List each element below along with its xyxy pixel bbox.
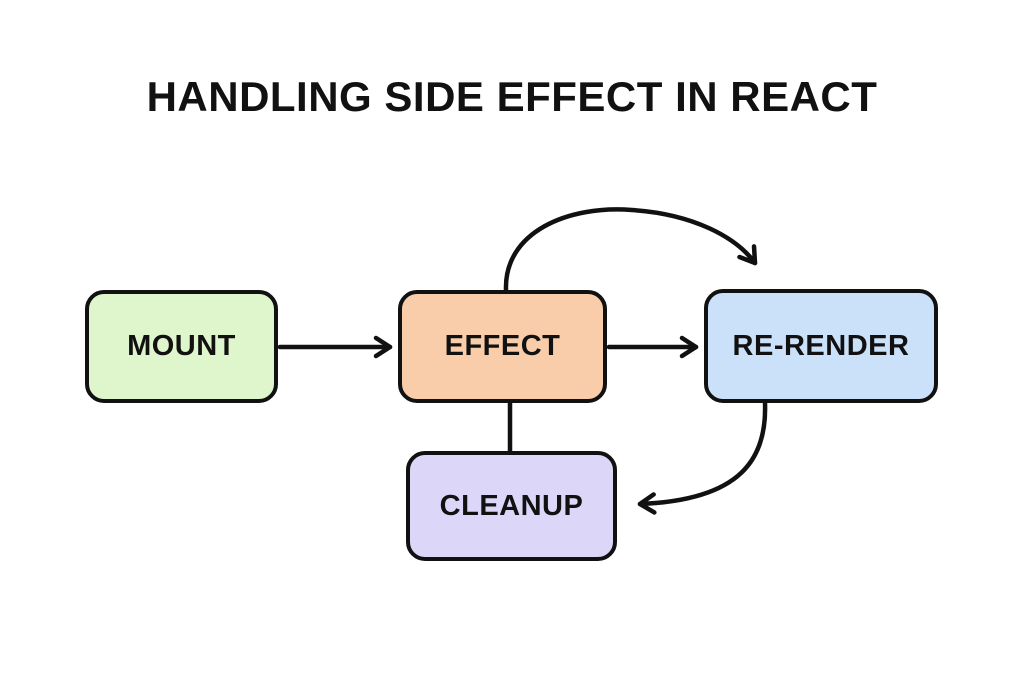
diagram-title: HANDLING SIDE EFFECT IN REACT — [146, 73, 878, 120]
edge-effect-to-rerender-curve-arrow — [503, 207, 758, 293]
node-cleanup: CLEANUP — [406, 451, 617, 561]
edge-rerender-to-cleanup-curve-arrow — [637, 400, 768, 515]
node-re-render-label: RE-RENDER — [732, 329, 910, 362]
node-cleanup-label: CLEANUP — [439, 489, 584, 522]
node-effect-label: EFFECT — [444, 330, 561, 362]
node-effect: EFFECT — [398, 290, 607, 403]
node-re-render: RE-RENDER — [704, 289, 938, 403]
node-mount: MOUNT — [85, 290, 278, 403]
node-mount-label: MOUNT — [127, 330, 236, 362]
